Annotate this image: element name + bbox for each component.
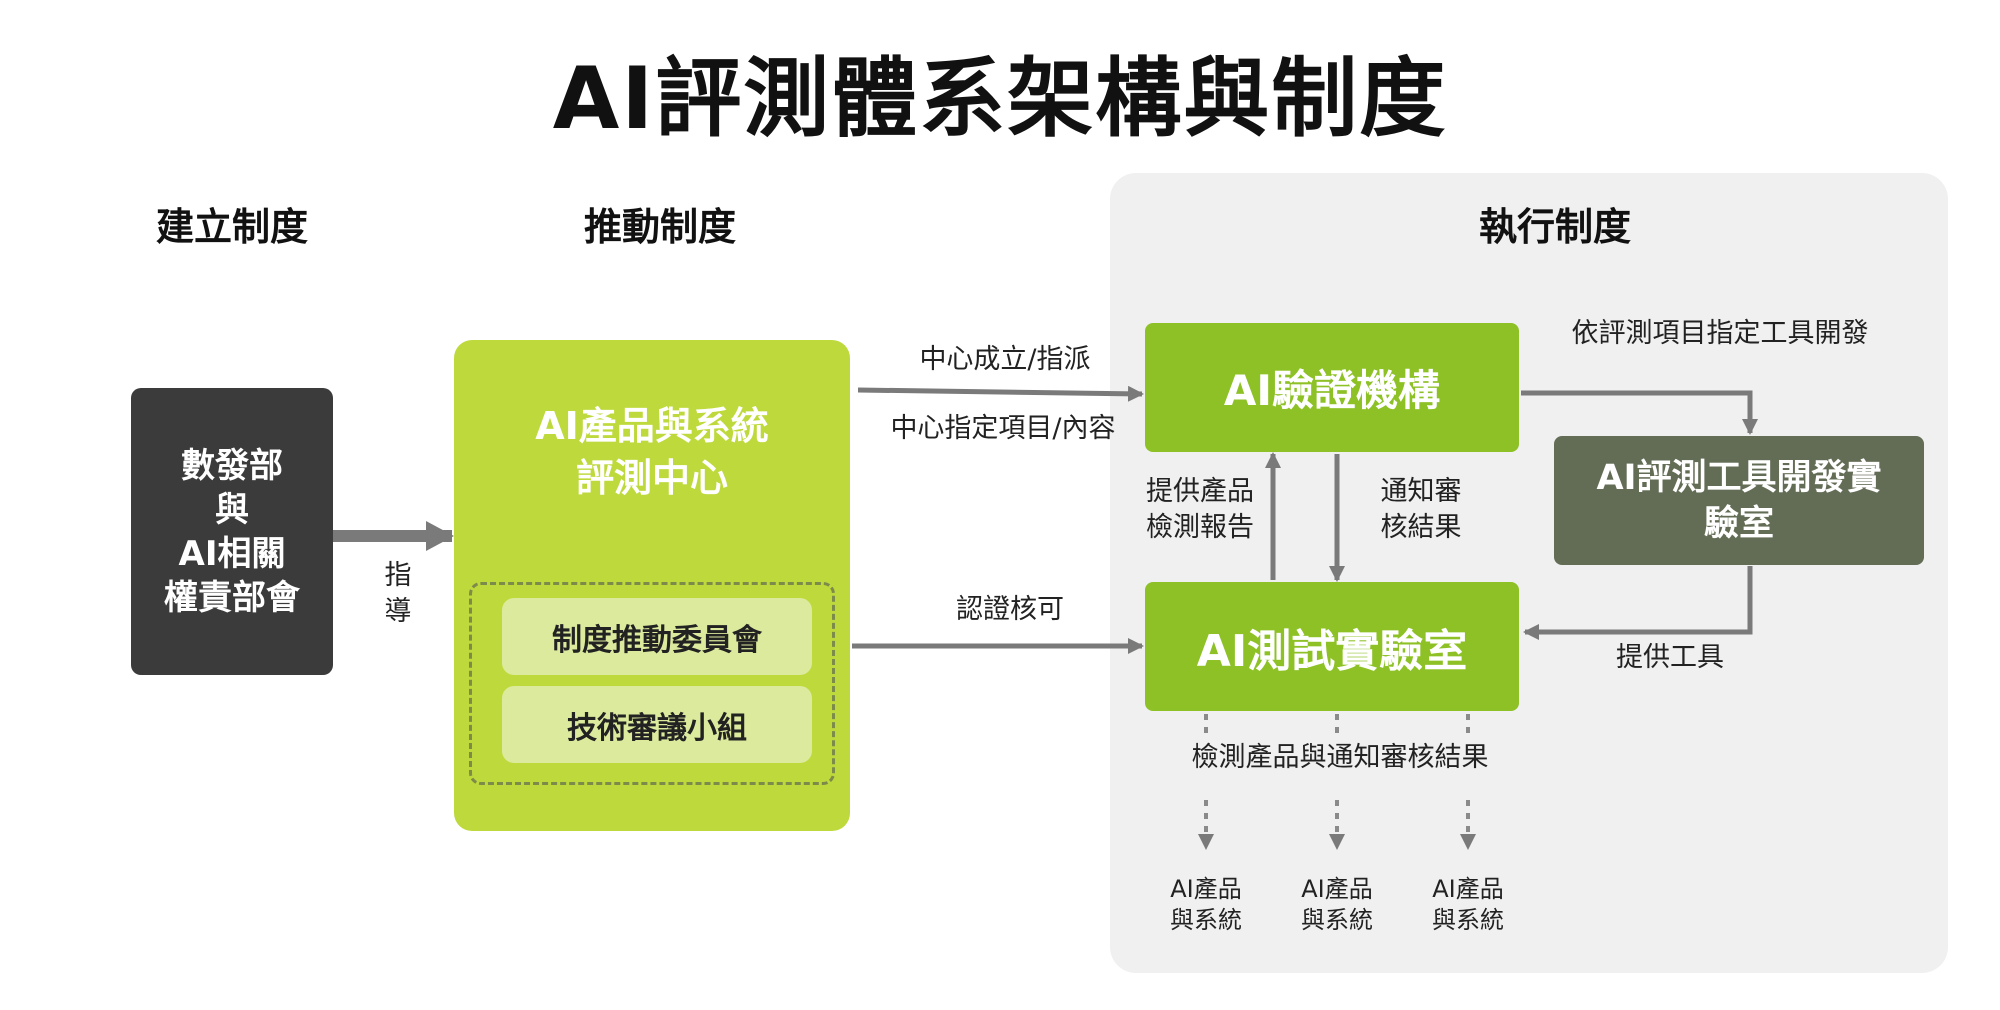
evaluation-center-title: AI產品與系統 評測中心 [535,404,769,500]
review-group-box: 技術審議小組 [502,686,812,763]
gov-line-4: 權責部會 [164,577,300,618]
column-header-promote: 推動制度 [583,205,736,249]
report-label: 提供產品 檢測報告 [1146,476,1254,543]
dev-tools-arrow [1521,390,1758,435]
establish-arrow [857,385,1144,402]
diagram-title: AI評測體系架構與制度 [552,49,1448,149]
center-sub-units-frame [469,582,835,785]
product-item-2: AI產品 與系統 [1301,875,1373,934]
verification-org-box: AI驗證機構 [1145,323,1519,452]
notify-label: 通知審 核結果 [1380,476,1462,543]
test-notify-label: 檢測產品與通知審核結果 [1191,742,1489,773]
product-item-1: AI產品 與系統 [1170,875,1242,934]
product-item-3: AI產品 與系統 [1432,875,1504,934]
committee-box: 制度推動委員會 [502,598,812,675]
certify-label: 認證核可 [956,594,1064,625]
gov-line-3: AI相關 [178,533,286,574]
gov-line-2: 與 [215,489,249,530]
tool-dev-lab-box: AI評測工具開發實 驗室 [1554,436,1924,565]
designate-label: 中心指定項目/內容 [890,413,1116,444]
provide-tools-label: 提供工具 [1616,642,1724,673]
establish-label: 中心成立/指派 [919,344,1091,375]
column-header-build: 建立制度 [155,205,308,249]
column-header-execute: 執行制度 [1478,205,1631,249]
guide-label: 指 導 [384,560,412,627]
gov-line-1: 數發部 [181,445,283,486]
test-lab-box: AI測試實驗室 [1145,582,1519,711]
dev-tools-label: 依評測項目指定工具開發 [1571,318,1869,349]
provide-tools-arrow [1523,566,1753,640]
gov-ministry-box: 數發部 與 AI相關 權責部會 [131,388,333,675]
execution-panel [1110,173,1948,973]
